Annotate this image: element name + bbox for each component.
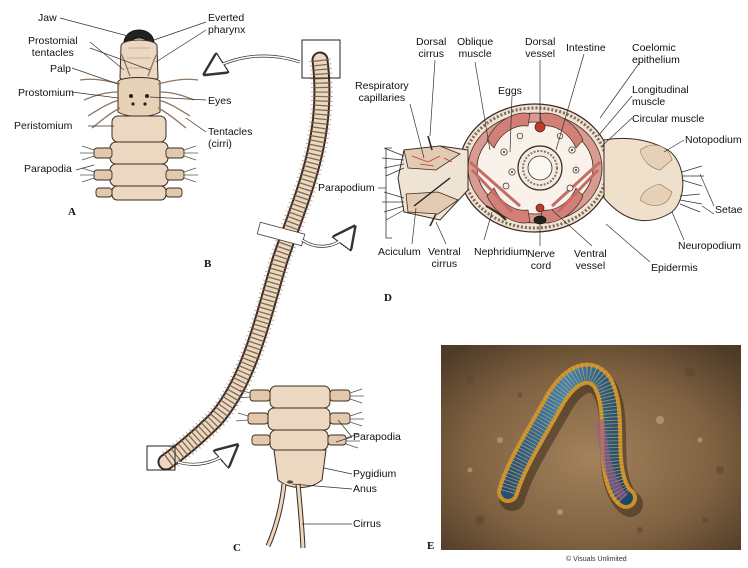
panel-d-leaders	[378, 53, 715, 263]
label-notopodium: Notopodium	[685, 134, 742, 146]
label-coelomic-epithelium: Coelomic epithelium	[632, 42, 680, 66]
label-aciculum: Aciculum	[378, 246, 421, 258]
label-everted-pharynx: Everted pharynx	[208, 12, 246, 36]
label-nephridium: Nephridium	[474, 246, 528, 258]
panel-letter-c: C	[233, 542, 241, 554]
label-dorsal-vessel: Dorsal vessel	[525, 36, 556, 60]
label-parapodium: Parapodium	[318, 182, 375, 194]
nephridium	[485, 205, 507, 221]
label-oblique-muscle: Oblique muscle	[457, 36, 494, 60]
panel-letter-d: D	[384, 292, 392, 304]
worm-body-fill	[159, 53, 329, 469]
label-parapodia-a: Parapodia	[24, 163, 72, 175]
pygidium-shape	[273, 449, 327, 488]
label-dorsal-cirrus: Dorsal cirrus	[416, 36, 447, 60]
label-epidermis: Epidermis	[651, 262, 698, 274]
panel-e-photo	[441, 345, 741, 550]
label-nerve-cord: Nerve cord	[527, 248, 556, 272]
label-ventral-cirrus: Ventral cirrus	[428, 246, 461, 270]
label-pygidium: Pygidium	[353, 468, 397, 480]
parapodium-bracket	[385, 147, 392, 239]
left-setae	[381, 147, 405, 221]
label-tentacles-cirri: Tentacles (cirri)	[208, 126, 253, 150]
label-anus: Anus	[353, 483, 377, 495]
aciculum-rod	[413, 177, 451, 207]
panel-a-leaders	[59, 17, 207, 171]
peristomium-shape	[111, 115, 167, 143]
panel-c-tail	[235, 385, 364, 549]
panel-c-leaders	[291, 419, 353, 525]
label-intestine: Intestine	[566, 42, 606, 54]
label-neuropodium: Neuropodium	[678, 240, 742, 252]
label-ventral-vessel: Ventral vessel	[574, 248, 607, 272]
label-respiratory-capillaries: Respiratory capillaries	[355, 80, 409, 104]
nerve-cord	[533, 215, 547, 225]
respiratory-capillary-net	[411, 155, 453, 167]
panel-letter-b: B	[204, 258, 212, 270]
photo-credit: © Visuals Unlimited	[566, 556, 627, 563]
label-palp: Palp	[50, 63, 72, 75]
label-eyes: Eyes	[208, 95, 232, 107]
label-circular-muscle: Circular muscle	[632, 113, 705, 125]
label-jaw: Jaw	[38, 12, 57, 24]
tail-callout-box	[146, 445, 176, 471]
dorsal-vessel	[534, 121, 546, 133]
label-peristomium: Peristomium	[14, 120, 73, 132]
ventral-vessel	[535, 203, 545, 213]
label-prostomium: Prostomium	[18, 87, 75, 99]
label-parapodia-c: Parapodia	[353, 431, 401, 443]
label-longitudinal-muscle: Longitudinal muscle	[632, 84, 689, 108]
prostomium-shape	[117, 77, 161, 117]
right-setae	[679, 165, 704, 213]
label-setae: Setae	[715, 204, 743, 216]
panel-b-whole-worm	[146, 39, 352, 472]
label-eggs: Eggs	[498, 85, 522, 97]
panel-a-head	[79, 29, 199, 201]
head-callout-box	[301, 39, 341, 79]
label-prostomial-tentacles: Prostomial tentacles	[28, 35, 78, 59]
panel-d-cross-section	[381, 103, 704, 239]
panel-letter-e: E	[427, 540, 435, 552]
panel-letter-a: A	[68, 206, 76, 218]
label-cirrus: Cirrus	[353, 518, 381, 530]
